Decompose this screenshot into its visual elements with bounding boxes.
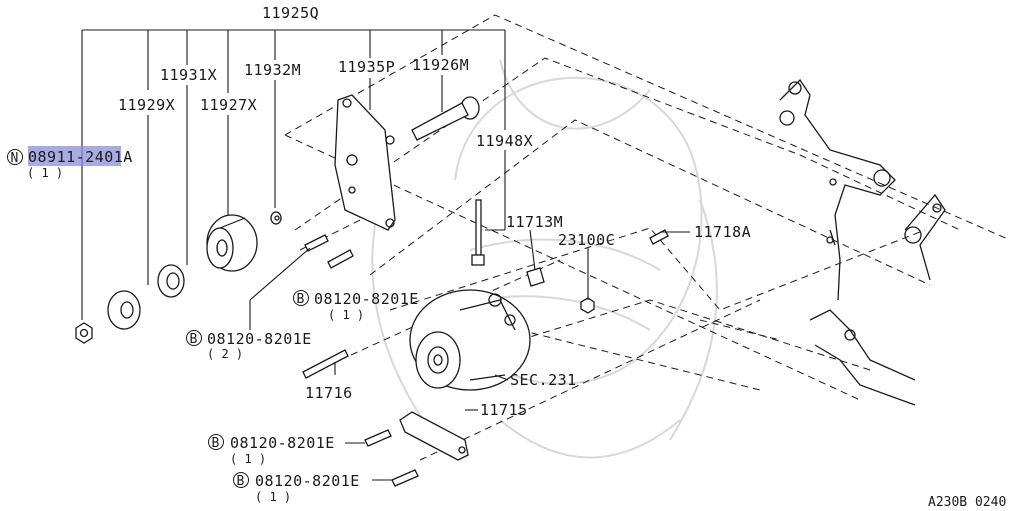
label-group[interactable]: 11925Q xyxy=(262,4,319,22)
part-number-b2: 08120-8201E xyxy=(207,330,312,348)
label-11932m[interactable]: 11932M xyxy=(244,61,301,79)
leader-lines xyxy=(249,229,690,481)
qty-b1: ( 1 ) xyxy=(328,308,364,322)
label-11716[interactable]: 11716 xyxy=(305,384,353,402)
symbol-b-icon: B xyxy=(297,292,305,307)
label-11929x[interactable]: 11929X xyxy=(118,96,175,114)
bracket-11715[interactable] xyxy=(399,411,469,461)
label-11926m[interactable]: 11926M xyxy=(412,56,469,74)
group-bracket xyxy=(81,29,506,320)
bolt-b1[interactable] xyxy=(327,249,354,269)
washer-11929x[interactable] xyxy=(107,290,141,330)
part-number-08911: 08911-2401A xyxy=(28,148,133,166)
label-sec231[interactable]: SEC.231 xyxy=(510,371,577,389)
qty-b3: ( 1 ) xyxy=(230,452,266,466)
washer-11931x[interactable] xyxy=(157,264,185,298)
label-11718a[interactable]: 11718A xyxy=(694,223,751,241)
bolt-11926m[interactable] xyxy=(411,96,480,141)
nut-08911[interactable] xyxy=(75,322,93,344)
label-23100c[interactable]: 23100C xyxy=(558,231,615,249)
bolt-11716[interactable] xyxy=(302,349,349,379)
selected-part-highlight xyxy=(28,146,121,166)
alternator-assembly[interactable] xyxy=(409,289,531,391)
part-number-b1: 08120-8201E xyxy=(314,290,419,308)
label-08911[interactable]: N 08911-2401A ( 1 ) xyxy=(7,148,133,180)
clip-11713m[interactable] xyxy=(526,267,545,287)
qty-08911: ( 1 ) xyxy=(27,166,63,180)
bracket-11935p[interactable] xyxy=(334,94,396,231)
watermark-emblem xyxy=(371,59,718,459)
part-number-b3: 08120-8201E xyxy=(230,434,335,452)
label-b4[interactable]: B 08120-8201E ( 1 ) xyxy=(233,472,360,504)
symbol-b-icon: B xyxy=(212,436,220,451)
bolt-b3[interactable] xyxy=(364,429,392,447)
label-11931x[interactable]: 11931X xyxy=(160,66,217,84)
label-11715[interactable]: 11715 xyxy=(480,401,528,419)
qty-b4: ( 1 ) xyxy=(255,490,291,504)
symbol-b-icon: B xyxy=(190,332,198,347)
bolt-b4[interactable] xyxy=(391,469,419,487)
nut-23100c[interactable] xyxy=(580,297,595,314)
bolt-11718a[interactable] xyxy=(649,229,669,245)
symbol-b-icon: B xyxy=(237,474,245,489)
dashed-guides xyxy=(284,14,1011,461)
label-b2[interactable]: B 08120-8201E ( 2 ) xyxy=(186,330,312,361)
bolt-11948x[interactable] xyxy=(471,199,485,266)
part-number-b4: 08120-8201E xyxy=(255,472,360,490)
label-11948x[interactable]: 11948X xyxy=(476,132,533,150)
label-b3[interactable]: B 08120-8201E ( 1 ) xyxy=(208,434,335,466)
label-b1[interactable]: B 08120-8201E ( 1 ) xyxy=(293,290,419,322)
label-11927x[interactable]: 11927X xyxy=(200,96,257,114)
label-11935p[interactable]: 11935P xyxy=(338,58,395,76)
bolt-b2[interactable] xyxy=(304,234,329,252)
washer-11932m[interactable] xyxy=(270,211,282,225)
qty-b2: ( 2 ) xyxy=(207,347,243,361)
pulley-11927x[interactable] xyxy=(206,214,258,272)
symbol-n-icon: N xyxy=(11,151,19,166)
reference-code: A230B 0240 xyxy=(928,495,1006,510)
engine-section-outline xyxy=(779,78,946,406)
label-11713m[interactable]: 11713M xyxy=(506,213,563,231)
